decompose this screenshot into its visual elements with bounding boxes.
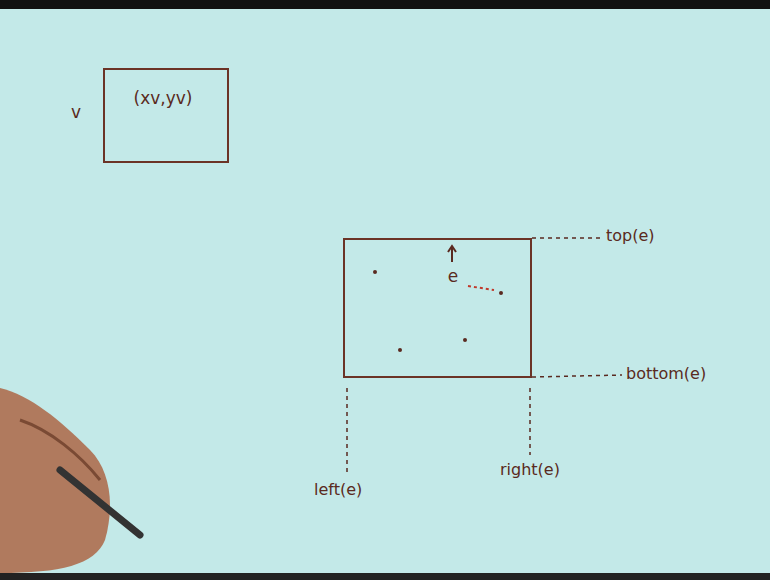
element-box: e bbox=[343, 238, 532, 378]
bottom-leader bbox=[532, 375, 622, 377]
right-leader bbox=[529, 388, 531, 455]
red-dashed-pointer bbox=[468, 286, 494, 290]
box-text: (xv,yv) bbox=[134, 88, 193, 108]
hand bbox=[0, 388, 110, 573]
bottom-frame-bar bbox=[0, 573, 770, 580]
edge-label: top(e) bbox=[606, 226, 655, 245]
box-heading: v bbox=[71, 102, 81, 122]
up-arrow bbox=[451, 247, 453, 262]
left-leader bbox=[346, 388, 348, 475]
pen bbox=[60, 470, 140, 535]
point-set bbox=[373, 270, 503, 352]
viewport-box: v(xv,yv) bbox=[103, 68, 229, 163]
top-frame-bar bbox=[0, 0, 770, 9]
edge-label: right(e) bbox=[500, 460, 560, 479]
box-text: e bbox=[448, 266, 458, 286]
up-arrow-head bbox=[448, 246, 456, 252]
top-leader bbox=[532, 237, 602, 239]
edge-label: left(e) bbox=[314, 480, 362, 499]
edge-label: bottom(e) bbox=[626, 364, 706, 383]
